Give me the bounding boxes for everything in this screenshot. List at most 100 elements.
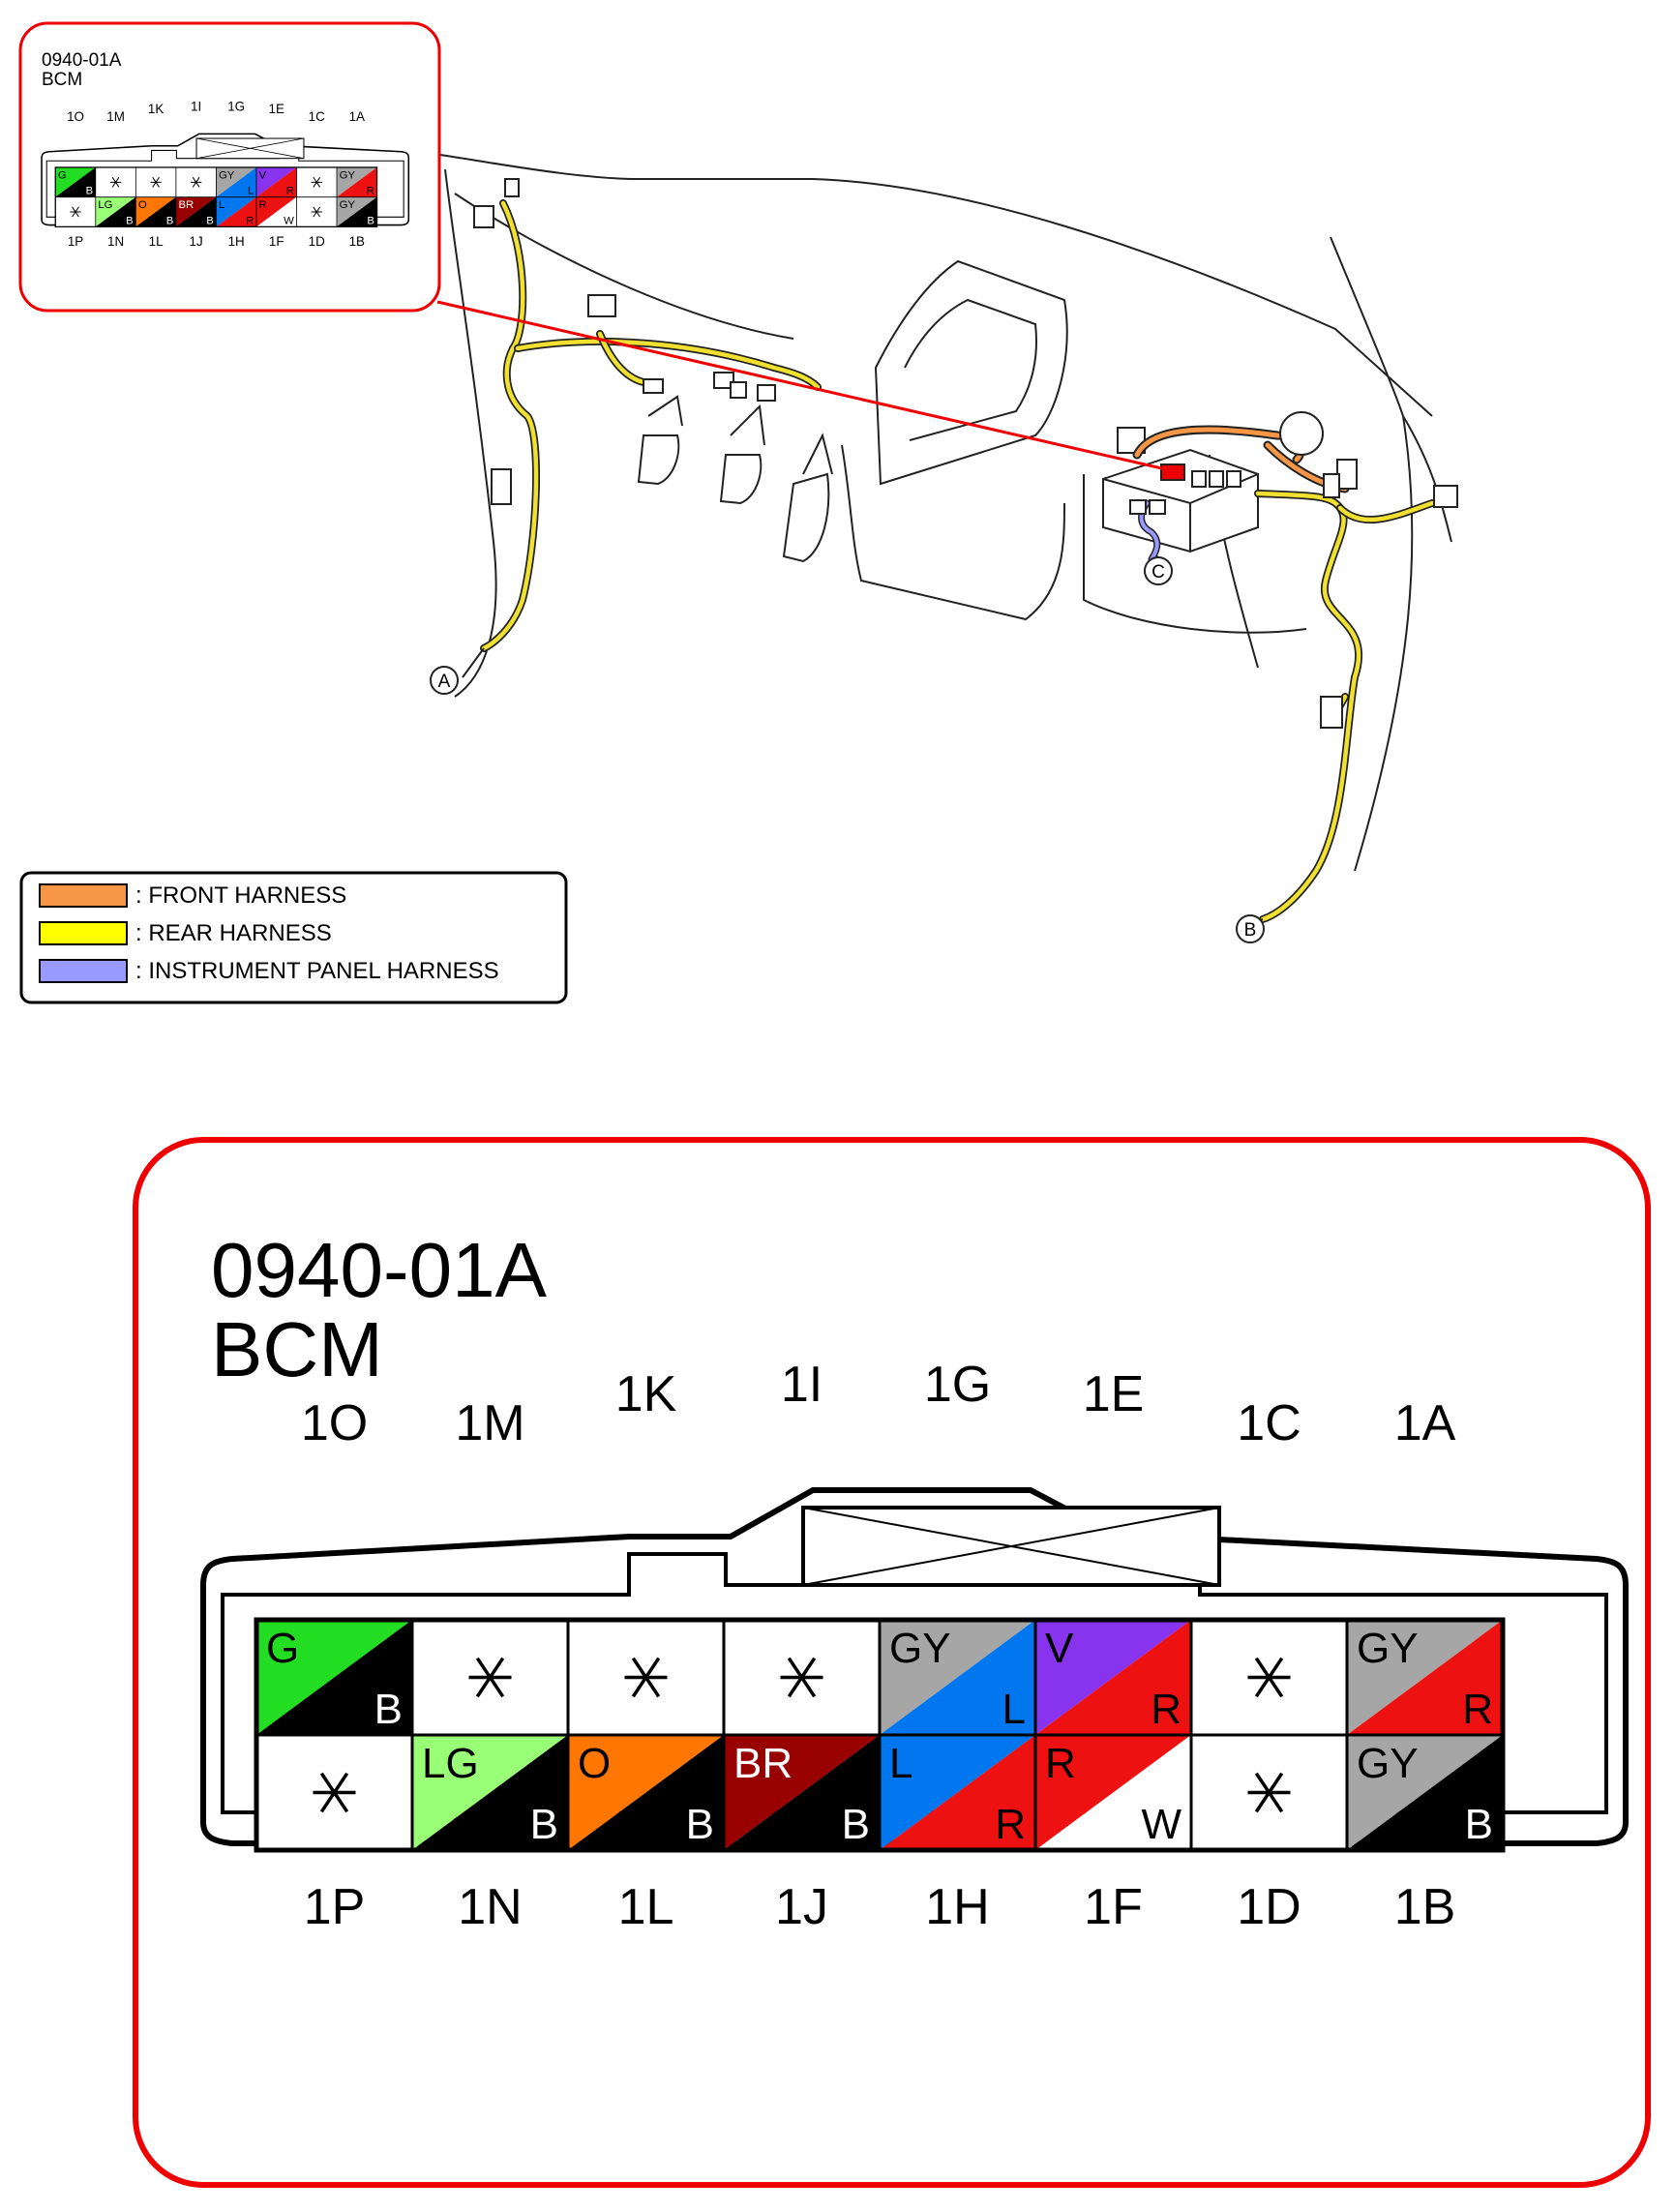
small-pin-cell-1N: LG B (95, 196, 136, 227)
large-unused-pin-mark (468, 1657, 512, 1698)
large-wire-code-primary-1H: L (889, 1740, 912, 1787)
small-wire-stripe-1E (255, 166, 297, 197)
large-wire-stripe-1A (1347, 1620, 1503, 1735)
small-wire-code-primary-1O: G (58, 169, 67, 181)
small-pin-cell-1O: GB (55, 166, 96, 197)
small-pin-cell-1D (296, 196, 338, 227)
pedals (637, 395, 833, 563)
legend-label-rear: : REAR HARNESS (135, 920, 332, 946)
small-pin-cell-1M (95, 166, 136, 197)
small-pin-label-1G: 1G (227, 100, 245, 114)
large-pin-cell-1M (412, 1620, 568, 1735)
small-wire-code-stripe-1G: L (248, 186, 254, 197)
small-wire-code-primary-1L: O (138, 199, 147, 211)
large-pin-cell-1J: BRB (724, 1735, 880, 1850)
legend-frame (19, 871, 568, 1004)
small-wire-code-stripe-1N: B (126, 215, 134, 226)
large-pin-cell-1O: GB (256, 1620, 412, 1735)
small-pin-label-1O: 1O (67, 109, 84, 124)
small-pin-cell-1A: GYR (337, 166, 377, 197)
small-pin-cell-1K (135, 166, 176, 197)
small-wire-code-primary-1N: LG (98, 199, 112, 211)
small-wire-stripe-1J (175, 196, 217, 227)
legend-swatch-rear (39, 921, 128, 945)
small-pin-cell-1F: RW (255, 196, 297, 227)
small-unused-pin-mark (109, 176, 122, 188)
small-pin-label-1H: 1H (228, 234, 245, 249)
small-pin-cell-1C (296, 166, 338, 197)
callout-a-label: A (438, 672, 451, 692)
large-pin-label-1D: 1D (1237, 1879, 1301, 1935)
small-pin-label-1B: 1B (349, 234, 365, 249)
harness-legend: : FRONT HARNESS : REAR HARNESS : INSTRUM… (19, 871, 568, 1004)
large-pin-label-1C: 1C (1237, 1395, 1301, 1451)
small-pin-cell-1P (55, 196, 96, 227)
large-unused-pin-mark (624, 1657, 668, 1698)
small-unused-pin-mark (70, 206, 81, 218)
small-wire-stripe-1A (337, 166, 377, 197)
small-pin-label-1A: 1A (349, 109, 365, 124)
large-pin-label-1E: 1E (1083, 1366, 1145, 1422)
small-wire-code-primary-1E: V (259, 169, 267, 181)
large-pin-cell-1F: RW (1035, 1735, 1191, 1850)
small-lock-window-cross (195, 137, 305, 160)
callout-c: C (1144, 555, 1173, 585)
inset-name: BCM (42, 70, 82, 90)
bcm-unit (1102, 427, 1259, 553)
large-pin-label-1M: 1M (455, 1395, 524, 1451)
large-wire-code-stripe-1A: R (1462, 1686, 1493, 1733)
small-pin-cell-1G: GY L (216, 166, 256, 197)
small-wire-code-stripe-1O: B (86, 186, 94, 197)
small-wire-code-stripe-1B: B (367, 215, 374, 226)
large-lock-window-cross (802, 1507, 1220, 1586)
large-wire-stripe-1N (412, 1735, 568, 1850)
large-wire-stripe-1F (1035, 1735, 1191, 1850)
large-wire-code-primary-1G: GY (889, 1625, 951, 1672)
clutch-pedal (637, 434, 680, 486)
large-pin-label-1J: 1J (775, 1879, 828, 1935)
legend-label-ip: : INSTRUMENT PANEL HARNESS (135, 958, 499, 984)
legend-swatch-ip (39, 959, 128, 983)
large-wire-stripe-1B (1347, 1735, 1503, 1850)
large-pin-label-1N: 1N (458, 1879, 522, 1935)
large-pin-label-1K: 1K (615, 1366, 677, 1422)
large-wire-code-primary-1J: BR (733, 1740, 793, 1787)
small-wire-primary-1N (95, 196, 136, 227)
small-pin-label-1P: 1P (68, 234, 83, 249)
small-pin-label-1K: 1K (148, 102, 164, 116)
large-wire-stripe-1L (568, 1735, 724, 1850)
large-pin-label-1L: 1L (618, 1879, 674, 1935)
large-pin-cell-1K (568, 1620, 724, 1735)
small-pin-label-1J: 1J (190, 234, 203, 249)
small-wire-code-primary-1H: L (219, 199, 224, 211)
legend-label-front: : FRONT HARNESS (135, 882, 346, 909)
large-pin-label-1G: 1G (924, 1357, 991, 1413)
large-wire-code-primary-1L: O (578, 1740, 611, 1787)
large-pin-label-1F: 1F (1084, 1879, 1143, 1935)
large-pin-label-1I: 1I (781, 1357, 823, 1413)
connector-view-large: 0940-01A BCM GBGYLVRGYRLGBOBBRBLRRWGYB1O… (133, 1137, 1651, 2188)
small-unused-pin-mark (150, 176, 162, 188)
small-pin-cell-1L: OB (135, 196, 176, 227)
large-pin-label-1B: 1B (1394, 1879, 1456, 1935)
harness-connectors (473, 178, 1458, 729)
large-pin-cell-1P (256, 1735, 412, 1850)
large-pin-label-1H: 1H (925, 1879, 989, 1935)
small-pin-cell-1E: VR (255, 166, 297, 197)
dashboard-drawing (439, 154, 1452, 872)
callout-b-label: B (1244, 920, 1257, 941)
legend-swatch-front (39, 883, 128, 908)
rear-harness-wires (480, 199, 1436, 923)
large-code: 0940-01A (211, 1227, 548, 1313)
small-pin-label-1C: 1C (309, 109, 325, 124)
large-pin-label-1O: 1O (301, 1395, 368, 1451)
accelerator-pedal (782, 472, 830, 563)
small-wire-code-stripe-1A: R (367, 186, 374, 197)
small-unused-pin-mark (311, 176, 322, 188)
small-wire-code-primary-1G: GY (219, 169, 235, 181)
callout-c-label: C (1152, 562, 1165, 583)
small-pin-cell-1B: GYB (337, 196, 377, 227)
large-pin-cell-1N: LGB (412, 1735, 568, 1850)
